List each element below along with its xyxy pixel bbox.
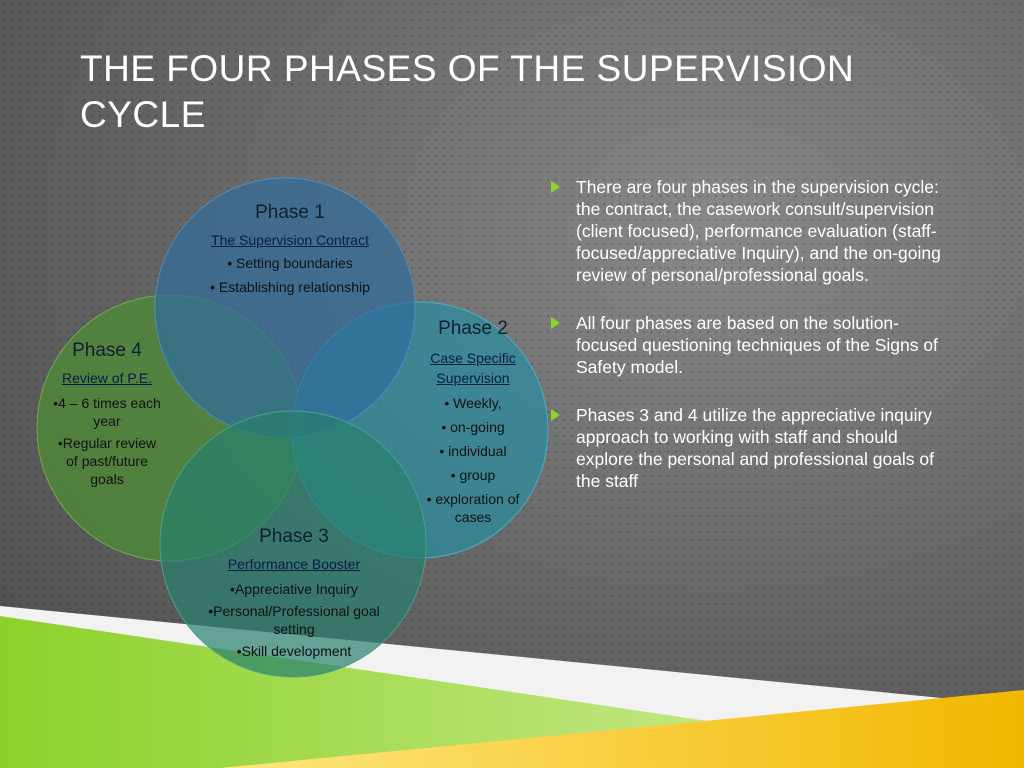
bullet-item: Phases 3 and 4 utilize the appreciative … xyxy=(548,404,953,492)
phase4-item: •4 – 6 times each year xyxy=(53,395,161,429)
phase2-item: • exploration of cases xyxy=(426,491,520,525)
phase3-item: •Personal/Professional goal setting xyxy=(208,603,380,637)
bullet-text: There are four phases in the supervision… xyxy=(576,177,941,285)
phase3-circle xyxy=(159,410,427,678)
slide-title: THE FOUR PHASES OF THE SUPERVISION CYCLE xyxy=(80,48,855,135)
triangle-bullet-icon xyxy=(551,181,560,193)
phase3-subtitle: Performance Booster xyxy=(227,556,361,572)
phase1-item: • Setting boundaries xyxy=(227,255,353,271)
phase3-item: •Appreciative Inquiry xyxy=(230,581,358,597)
bullet-text: Phases 3 and 4 utilize the appreciative … xyxy=(576,405,935,491)
bullet-text: All four phases are based on the solutio… xyxy=(576,313,938,377)
bullet-list: There are four phases in the supervision… xyxy=(548,176,953,518)
phase3-title: Phase 3 xyxy=(259,526,329,547)
phase2-title: Phase 2 xyxy=(438,318,508,339)
phase1-item: • Establishing relationship xyxy=(210,279,370,295)
bullet-item: All four phases are based on the solutio… xyxy=(548,312,953,378)
phase4-item: •Regular review of past/future goals xyxy=(57,435,157,487)
phase4-title: Phase 4 xyxy=(72,340,142,361)
phase1-title: Phase 1 xyxy=(255,202,325,223)
phase2-item: • on-going xyxy=(441,419,505,435)
phase2-text: Phase 2 Case Specific Supervision • Week… xyxy=(418,318,528,526)
phase3-text: Phase 3 Performance Booster •Appreciativ… xyxy=(196,526,392,660)
triangle-bullet-icon xyxy=(551,317,560,329)
phase2-item: • Weekly, xyxy=(444,395,502,411)
triangle-bullet-icon xyxy=(551,409,560,421)
phase1-subtitle: The Supervision Contract xyxy=(211,232,369,248)
phase2-item: • individual xyxy=(439,443,507,459)
phase4-text: Phase 4 Review of P.E. •4 – 6 times each… xyxy=(52,340,162,488)
bullet-item: There are four phases in the supervision… xyxy=(548,176,953,286)
phase3-item: •Skill development xyxy=(236,643,352,659)
phase2-subtitle: Case Specific Supervision xyxy=(430,350,516,386)
phase1-text: Phase 1 The Supervision Contract • Setti… xyxy=(178,202,402,296)
phase2-item: • group xyxy=(450,467,496,483)
phase4-subtitle: Review of P.E. xyxy=(61,370,152,386)
